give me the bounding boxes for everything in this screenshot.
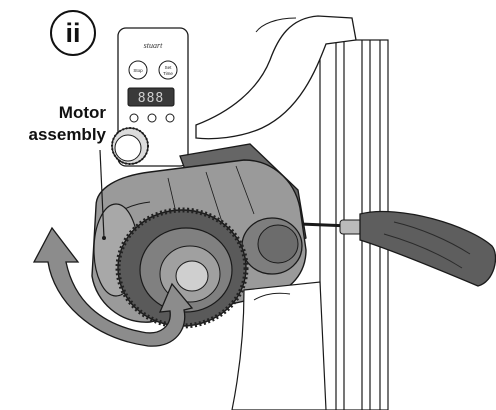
callout-leader-line	[99, 149, 105, 239]
stop-button-label: Stop	[133, 68, 143, 73]
mode-icon-1	[129, 113, 139, 123]
stop-button[interactable]	[128, 60, 148, 80]
mode-icon-3	[165, 113, 175, 123]
speed-knob[interactable]	[111, 127, 149, 165]
step-marker: ii	[50, 10, 96, 56]
rotation-arrow-icon	[32, 226, 194, 347]
drive-gear	[115, 207, 249, 329]
callout-line-1: Motor	[58, 103, 106, 122]
motor-end-cap	[241, 217, 303, 275]
clamp-arm	[195, 15, 357, 140]
display-digits: 888	[138, 91, 164, 106]
mode-icon-2	[147, 113, 157, 123]
svg-text:Set: Set	[165, 65, 173, 70]
stand-base	[231, 281, 327, 410]
motor-assembly-label: Motor assembly	[0, 102, 107, 146]
screwdriver	[299, 210, 496, 287]
led-display	[127, 87, 175, 107]
brand-logo: stuart	[144, 41, 163, 50]
callout-line-2: assembly	[28, 125, 107, 144]
set-time-button[interactable]	[158, 60, 178, 80]
svg-text:Time: Time	[163, 71, 173, 76]
step-marker-label: ii	[65, 17, 81, 48]
